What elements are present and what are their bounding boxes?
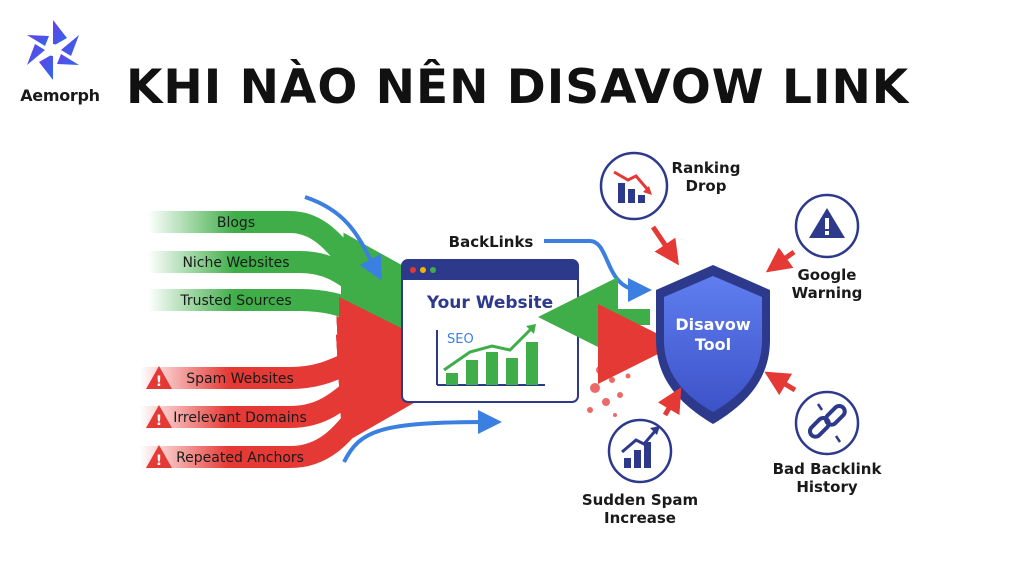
chart-down-icon	[599, 151, 669, 221]
source-label-spam: Spam Websites	[186, 371, 294, 387]
aemorph-logo	[18, 14, 114, 114]
source-label-irrelevant: Irrelevant Domains	[173, 410, 307, 426]
shield-icon	[656, 265, 770, 424]
source-label-repeated: Repeated Anchors	[176, 450, 304, 466]
blue-arrow-top	[304, 195, 382, 281]
backlinks-arrow	[544, 239, 652, 302]
source-label-trusted: Trusted Sources	[179, 293, 291, 309]
bad-flows	[140, 297, 449, 468]
chart-up-icon	[607, 418, 673, 484]
warning-icon: !	[146, 366, 172, 390]
svg-text:!: !	[156, 374, 162, 390]
website-title: Your Website	[426, 293, 553, 313]
arrow-spam	[657, 387, 682, 417]
trigger-history-line1: Bad Backlink	[773, 460, 883, 478]
page-title: KHI NÀO NÊN DISAVOW LINK	[126, 60, 910, 115]
source-label-blogs: Blogs	[217, 215, 255, 231]
arrow-ranking	[650, 225, 680, 266]
svg-text:!: !	[156, 453, 162, 469]
website-window	[401, 259, 579, 403]
trigger-spam-line1: Sudden Spam	[582, 491, 698, 509]
trigger-ranking-line1: Ranking	[672, 159, 741, 177]
tool-label-line2: Tool	[695, 335, 731, 354]
seo-label: SEO	[447, 332, 474, 347]
backlinks-label: BackLinks	[449, 233, 534, 251]
brand-name: Aemorph	[20, 86, 100, 105]
trigger-warning-line1: Google	[798, 266, 857, 284]
trigger-warning-line2: Warning	[792, 284, 863, 302]
svg-text:!: !	[156, 413, 162, 429]
blue-arrow-bottom	[342, 410, 502, 463]
spam-particles	[587, 366, 631, 417]
trigger-spam-line2: Increase	[604, 509, 676, 527]
warning-icon: !	[146, 445, 172, 469]
source-label-niche: Niche Websites	[182, 255, 289, 271]
arrow-warning	[765, 247, 796, 273]
trigger-history-line2: History	[796, 478, 857, 496]
warning-icon: !	[146, 405, 172, 429]
warning-icon	[794, 193, 860, 259]
flow-repeated	[140, 334, 449, 468]
tool-label-line1: Disavow	[675, 315, 751, 334]
trigger-ranking-line2: Drop	[686, 177, 727, 195]
arrow-history	[764, 371, 797, 396]
broken-link-icon	[794, 390, 860, 456]
